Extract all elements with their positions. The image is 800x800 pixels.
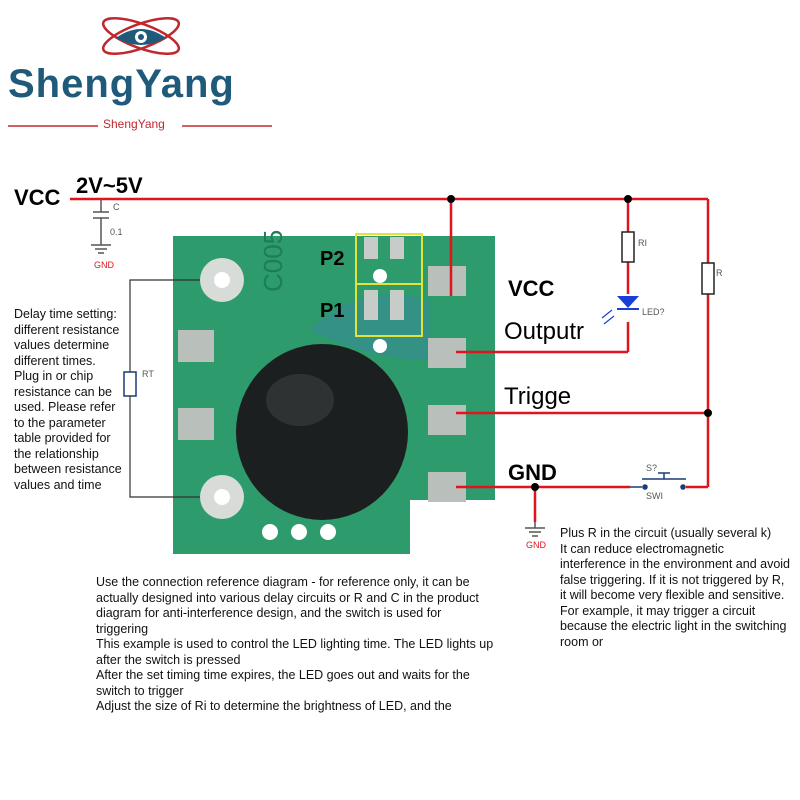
resistor-note-line: Plus R in the circuit (usually several k… (560, 526, 772, 540)
ri-resistor (621, 231, 635, 263)
usage-note-line: Use the connection reference diagram - f… (96, 575, 479, 636)
r-resistor (701, 262, 715, 295)
wiring (70, 197, 710, 522)
output-pin-label: Outputr (504, 318, 585, 345)
led-label: LED? (642, 307, 665, 317)
capacitor-symbol (91, 199, 111, 254)
vcc-input-label: VCC (14, 185, 61, 210)
ground-symbol (525, 522, 545, 537)
usage-note-line: Adjust the size of Ri to determine the b… (96, 699, 452, 713)
brand-subtitle: ShengYang (103, 117, 165, 131)
delay-setting-note: Delay time setting: different resistance… (14, 307, 122, 492)
logo-emblem (101, 17, 181, 55)
usage-notes: Use the connection reference diagram - f… (96, 575, 496, 715)
gnd-pin-label: GND (508, 460, 557, 485)
p1-label: P1 (320, 300, 345, 322)
vcc-pin-label: VCC (508, 276, 555, 301)
pcb-marking: C005 (258, 229, 288, 292)
junction-dot (704, 409, 712, 417)
led-symbol (601, 296, 639, 325)
r-label: R (716, 268, 723, 278)
junction-dot (531, 483, 539, 491)
resistor-note-line: It can reduce electromagnetic interferen… (560, 541, 791, 649)
gnd-left-label: GND (94, 260, 114, 270)
voltage-label: 2V~5V (76, 173, 143, 198)
switch-symbol (630, 472, 686, 490)
switch-name-label: SWI (646, 491, 663, 501)
ri-label: RI (638, 238, 647, 248)
capacitor-value: 0.1 (110, 227, 123, 237)
junction-dot (447, 195, 455, 203)
p1-highlight-box (355, 283, 423, 337)
gnd-bottom-label: GND (526, 540, 546, 550)
resistor-r-notes: Plus R in the circuit (usually several k… (560, 526, 792, 650)
switch-ref-label: S? (646, 463, 658, 473)
pcb-board (173, 236, 495, 554)
brand-name: ShengYang (8, 62, 235, 106)
usage-note-line: This example is used to control the LED … (96, 637, 494, 667)
capacitor-label: C (113, 202, 120, 212)
trigger-pin-label: Trigge (504, 383, 572, 410)
rt-resistor (123, 279, 200, 498)
rt-label: RT (142, 369, 154, 379)
p2-label: P2 (320, 248, 345, 270)
junction-dot (624, 195, 632, 203)
usage-note-line: After the set timing time expires, the L… (96, 668, 470, 698)
